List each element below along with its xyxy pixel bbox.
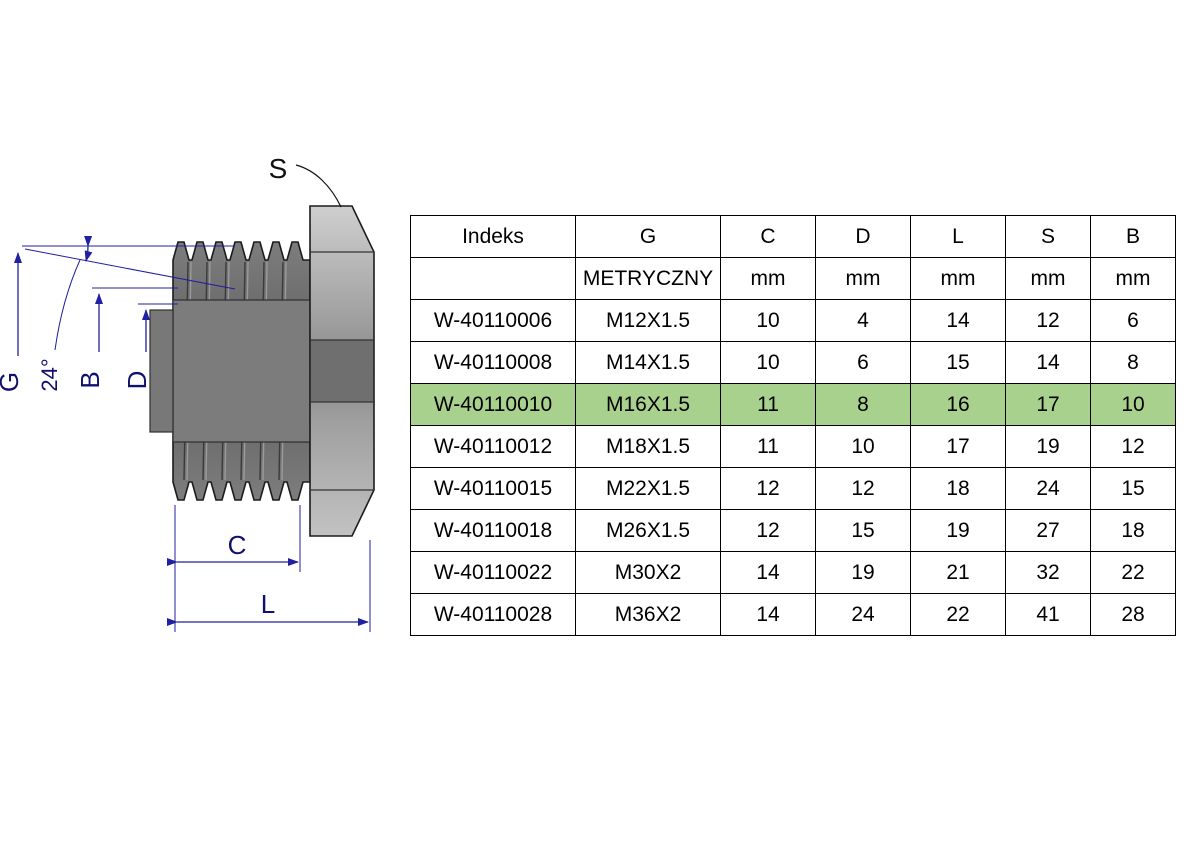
table-cell: W-40110015	[410, 467, 576, 510]
dim-label-d: D	[122, 371, 152, 390]
table-cell: M30X2	[575, 551, 721, 594]
table-cell: W-40110022	[410, 551, 576, 594]
table-cell: 14	[1005, 341, 1091, 384]
cone-angle-lines	[22, 235, 236, 351]
table-row: W-40110018 M26X1.5 12 15 19 27 18	[410, 509, 1176, 552]
column-header: S	[1005, 215, 1091, 258]
column-header: L	[910, 215, 1006, 258]
table-cell: M14X1.5	[575, 341, 721, 384]
technical-drawing: S G 24° B D C	[0, 153, 375, 632]
table-row: W-40110015 M22X1.5 12 12 18 24 15	[410, 467, 1176, 510]
column-subheader: mm	[815, 257, 911, 300]
table-cell: 11	[720, 425, 816, 468]
table-cell: 17	[1005, 383, 1091, 426]
table-cell: 8	[1090, 341, 1176, 384]
table-cell: 10	[1090, 383, 1176, 426]
column-header: C	[720, 215, 816, 258]
dim-label-angle: 24°	[37, 358, 62, 391]
table-cell: 24	[815, 593, 911, 636]
socket-step	[149, 309, 174, 433]
table-cell: 32	[1005, 551, 1091, 594]
dim-label-l: L	[261, 589, 275, 619]
table-cell: 19	[815, 551, 911, 594]
table-cell: 10	[815, 425, 911, 468]
table-cell: 12	[720, 509, 816, 552]
table-cell: 14	[720, 551, 816, 594]
column-subheader: mm	[720, 257, 816, 300]
table-cell: 12	[1005, 299, 1091, 342]
spec-table: Indeks G C D L S B METRYCZNY mm mm mm mm…	[410, 215, 1176, 636]
table-row: W-40110022 M30X2 14 19 21 32 22	[410, 551, 1176, 594]
table-cell: 17	[910, 425, 1006, 468]
table-cell: W-40110028	[410, 593, 576, 636]
bore-section	[172, 299, 311, 443]
table-cell: 27	[1005, 509, 1091, 552]
table-cell: 22	[1090, 551, 1176, 594]
table-cell: W-40110006	[410, 299, 576, 342]
table-row: W-40110006 M12X1.5 10 4 14 12 6	[410, 299, 1176, 342]
table-cell: M36X2	[575, 593, 721, 636]
table-cell: 22	[910, 593, 1006, 636]
table-cell: 6	[1090, 299, 1176, 342]
table-cell: 12	[720, 467, 816, 510]
table-cell: 10	[720, 299, 816, 342]
table-cell: 15	[910, 341, 1006, 384]
table-cell: 19	[910, 509, 1006, 552]
table-cell: M22X1.5	[575, 467, 721, 510]
column-header: Indeks	[410, 215, 576, 258]
hex-middle-facet	[311, 340, 373, 402]
table-cell: 4	[815, 299, 911, 342]
table-cell: 15	[1090, 467, 1176, 510]
column-header: D	[815, 215, 911, 258]
table-row-highlighted: W-40110010 M16X1.5 11 8 16 17 10	[410, 383, 1176, 426]
table-cell: W-40110012	[410, 425, 576, 468]
table-cell: 18	[1090, 509, 1176, 552]
table-cell: 8	[815, 383, 911, 426]
table-cell: 11	[720, 383, 816, 426]
table-cell: 21	[910, 551, 1006, 594]
table-cell: M18X1.5	[575, 425, 721, 468]
table-cell: 41	[1005, 593, 1091, 636]
table-cell: 10	[720, 341, 816, 384]
hex-facet-lines	[310, 251, 374, 491]
table-cell: W-40110018	[410, 509, 576, 552]
table-cell: M12X1.5	[575, 299, 721, 342]
column-subheader: mm	[1005, 257, 1091, 300]
dim-label-b: B	[75, 371, 105, 388]
l-dimension: L	[167, 540, 371, 632]
table-header-row: Indeks G C D L S B	[410, 215, 1176, 258]
table-cell: 19	[1005, 425, 1091, 468]
table-cell: 15	[815, 509, 911, 552]
table-cell: 6	[815, 341, 911, 384]
dim-label-c: C	[228, 530, 247, 560]
column-header: B	[1090, 215, 1176, 258]
table-row: W-40110008 M14X1.5 10 6 15 14 8	[410, 341, 1176, 384]
table-cell: 12	[1090, 425, 1176, 468]
table-cell: W-40110008	[410, 341, 576, 384]
table-cell: M26X1.5	[575, 509, 721, 552]
column-subheader: mm	[1090, 257, 1176, 300]
column-subheader	[410, 257, 576, 300]
column-subheader: mm	[910, 257, 1006, 300]
table-cell: 18	[910, 467, 1006, 510]
dim-label-g: G	[0, 372, 24, 392]
table-cell: W-40110010	[410, 383, 576, 426]
table-cell: 16	[910, 383, 1006, 426]
table-cell: 24	[1005, 467, 1091, 510]
c-dimension: C	[167, 505, 301, 572]
table-cell: 12	[815, 467, 911, 510]
table-cell: 14	[720, 593, 816, 636]
s-leader-line	[295, 164, 342, 208]
column-subheader: METRYCZNY	[575, 257, 721, 300]
table-cell: M16X1.5	[575, 383, 721, 426]
table-cell: 28	[1090, 593, 1176, 636]
table-subheader-row: METRYCZNY mm mm mm mm mm	[410, 257, 1176, 300]
table-row: W-40110028 M36X2 14 24 22 41 28	[410, 593, 1176, 636]
table-row: W-40110012 M18X1.5 11 10 17 19 12	[410, 425, 1176, 468]
table-cell: 14	[910, 299, 1006, 342]
dim-label-s: S	[269, 153, 288, 184]
column-header: G	[575, 215, 721, 258]
